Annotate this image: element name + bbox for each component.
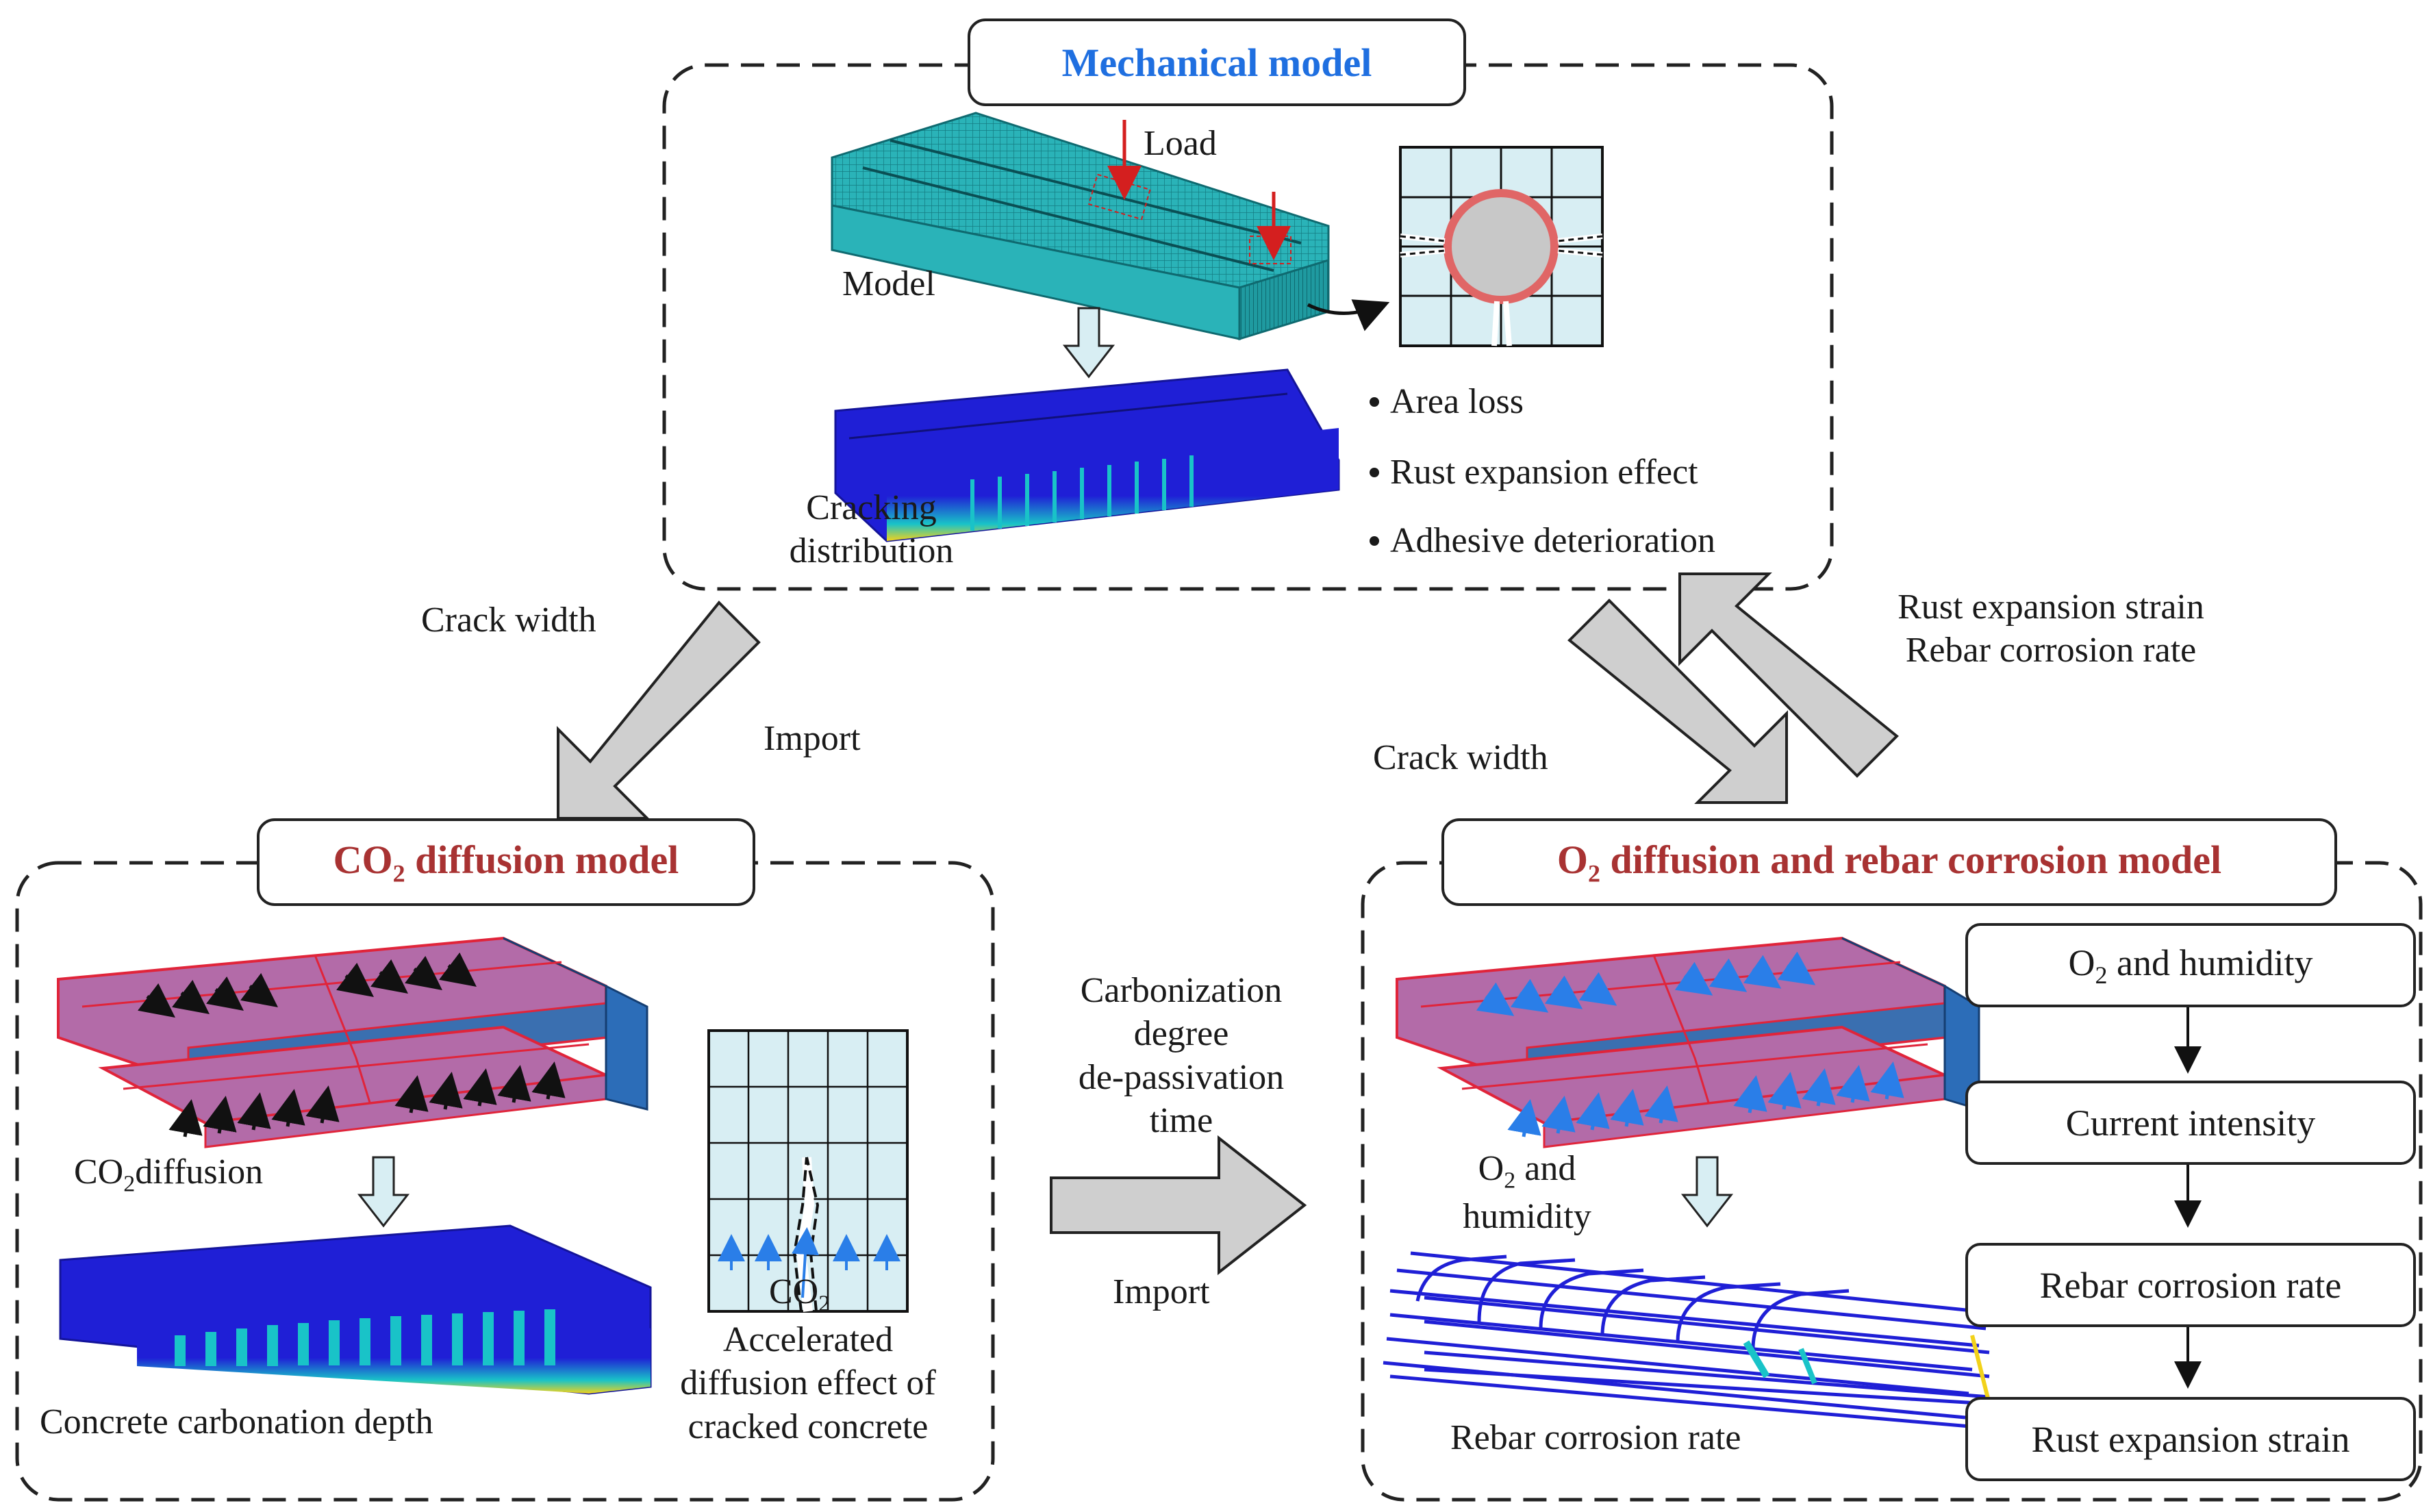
rebar-corrosion-label: Rebar corrosion rate: [1450, 1418, 1741, 1457]
down-arrow-co2: [357, 1156, 410, 1228]
left-import-label: Import: [764, 719, 861, 758]
curved-arrow-to-detail: [1307, 299, 1390, 331]
o2-title-text: O2 diffusion and rebar corrosion model: [1556, 837, 2222, 887]
cracking-slab: [834, 368, 1340, 542]
accelerated-diffusion-label: Accelerated diffusion effect of cracked …: [680, 1320, 936, 1446]
bullet-dot: [1370, 468, 1379, 478]
mechanical-title-text: Mechanical model: [1061, 40, 1372, 85]
carbonation-depth-label: Concrete carbonation depth: [40, 1402, 433, 1441]
bullet-item: Rust expansion effect: [1370, 451, 1715, 494]
bullet-item: Adhesive deterioration: [1370, 519, 1715, 562]
grid-co2-arrows: [718, 1234, 900, 1270]
crack-grid: [707, 1029, 909, 1313]
o2-panel: [1361, 861, 2423, 1502]
bullet-item: Area loss: [1370, 380, 1715, 423]
flow-box-current-intensity: Current intensity: [1965, 1081, 2416, 1165]
load-label: Load: [1144, 124, 1217, 163]
co2-slab: [57, 936, 648, 1148]
rebar-section-detail: [1399, 146, 1604, 347]
o2-title: O2 diffusion and rebar corrosion model: [1441, 818, 2337, 906]
arrow-o2-to-mech: [1678, 572, 1899, 778]
bullet-dot: [1370, 396, 1379, 407]
co2-title: CO2 diffusion model: [257, 818, 755, 906]
co2-diffusion-arrows: [138, 952, 566, 1137]
feedback-label: Rust expansion strain Rebar corrosion ra…: [1898, 588, 2204, 670]
co2-diffusion-label: CO2diffusion: [74, 1152, 264, 1197]
middle-import-label: Import: [1113, 1272, 1210, 1311]
mechanical-bullets: Area loss Rust expansion effect Adhesive…: [1370, 380, 1715, 562]
mesh-beam-model: [831, 112, 1330, 341]
mechanical-title: Mechanical model: [968, 18, 1466, 106]
carbonation-slab: [59, 1224, 652, 1395]
cracking-label: Cracking distribution: [789, 488, 954, 571]
flow-box-rebar-corrosion-rate: Rebar corrosion rate: [1965, 1243, 2416, 1327]
co2-title-text: CO2 diffusion model: [333, 837, 679, 887]
flow-box-o2-humidity: O2 and humidity: [1965, 923, 2416, 1007]
o2-diffusion-arrows: [1476, 951, 1904, 1137]
arrow-co2-to-o2: [1050, 1135, 1307, 1276]
middle-label: Carbonization degree de-passivation time: [1078, 971, 1285, 1141]
rebar-cage: [1383, 1251, 1991, 1430]
grid-co2-label: CO2: [769, 1272, 831, 1317]
arrow-mech-to-o2: [1567, 598, 1788, 804]
bullet-dot: [1370, 536, 1379, 546]
flow-box-rust-expansion-strain: Rust expansion strain: [1965, 1397, 2416, 1481]
down-arrow-o2: [1680, 1156, 1734, 1228]
down-arrow-mech: [1062, 307, 1115, 379]
left-crack-width-label: Crack width: [421, 601, 596, 640]
o2-slab: [1396, 936, 1980, 1148]
o2-humidity-label: O2 and humidity: [1463, 1149, 1591, 1236]
model-label: Model: [842, 264, 935, 303]
right-crack-width-label: Crack width: [1373, 738, 1548, 777]
